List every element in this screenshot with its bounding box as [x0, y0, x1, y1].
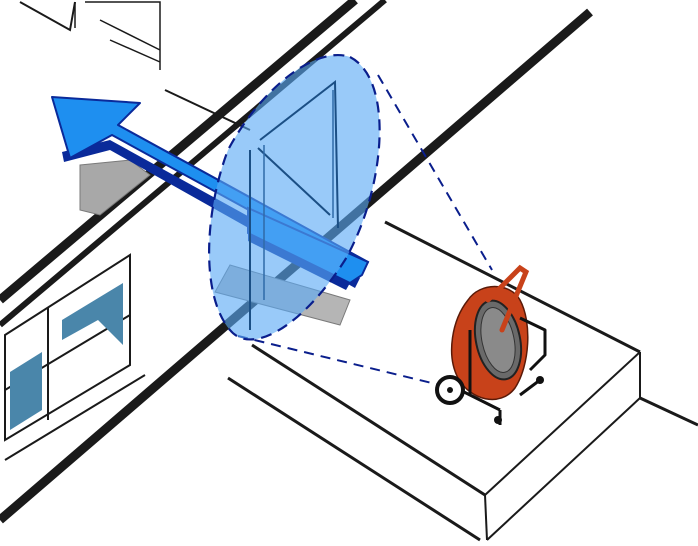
platform-back-edge — [384, 220, 641, 354]
cone-lower-line — [237, 335, 441, 386]
platform-right-top — [484, 351, 641, 496]
portable-fan-icon — [435, 264, 547, 425]
fan-wheel-hub — [447, 387, 453, 393]
airflow-ellipse — [208, 54, 381, 341]
platform-right-bottom — [486, 397, 641, 541]
fan-foot-2 — [536, 376, 544, 384]
cone-ellipse — [208, 54, 381, 341]
platform-front-vert — [484, 494, 488, 541]
ground-line-2 — [227, 376, 481, 542]
window-frame — [4, 253, 131, 442]
wall-edge-top-2 — [0, 0, 387, 328]
airflow-cone — [237, 74, 493, 386]
fan-handle — [485, 264, 530, 333]
cone-upper-line — [377, 74, 493, 271]
arrow-shadow-upper — [79, 159, 151, 216]
window-glass — [10, 283, 123, 430]
fan-foot-1 — [494, 416, 502, 424]
window-pane-right — [62, 283, 123, 345]
window-sill — [4, 374, 146, 461]
ground-line-3 — [639, 396, 698, 427]
door-frame-inner — [263, 90, 334, 300]
platform — [227, 220, 698, 542]
building-upper-wall — [74, 1, 161, 70]
ground-line-1 — [251, 343, 486, 497]
door-frame — [249, 79, 339, 330]
wall-edge-top-1 — [0, 0, 358, 304]
building-roof-edge — [19, 1, 76, 32]
window-pane-left — [10, 352, 42, 430]
